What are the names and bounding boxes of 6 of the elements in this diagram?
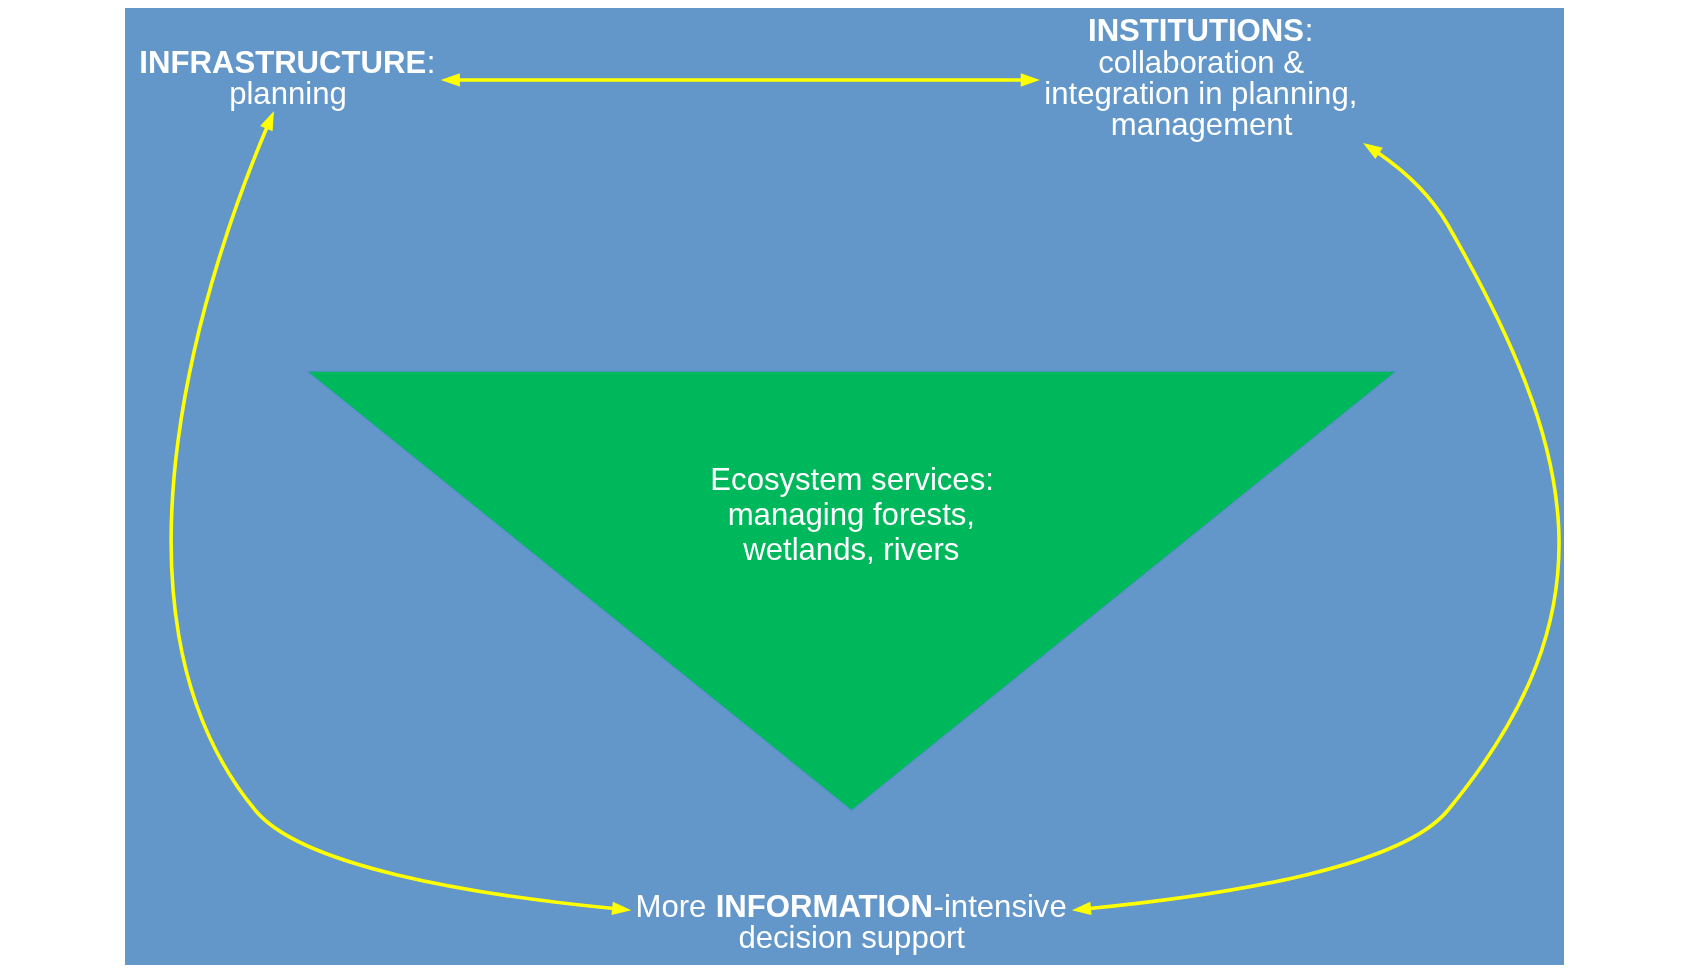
arrow	[1071, 142, 1560, 916]
arrow	[169, 110, 631, 916]
node-text: INSTITUTIONS: collaboration & integration in planning, management	[1043, 13, 1357, 142]
node-text: More INFORMATION-intensive decision support	[635, 888, 1067, 955]
node-text: INFRASTRUCTURE: planning	[138, 44, 435, 111]
arrow	[440, 73, 1040, 87]
